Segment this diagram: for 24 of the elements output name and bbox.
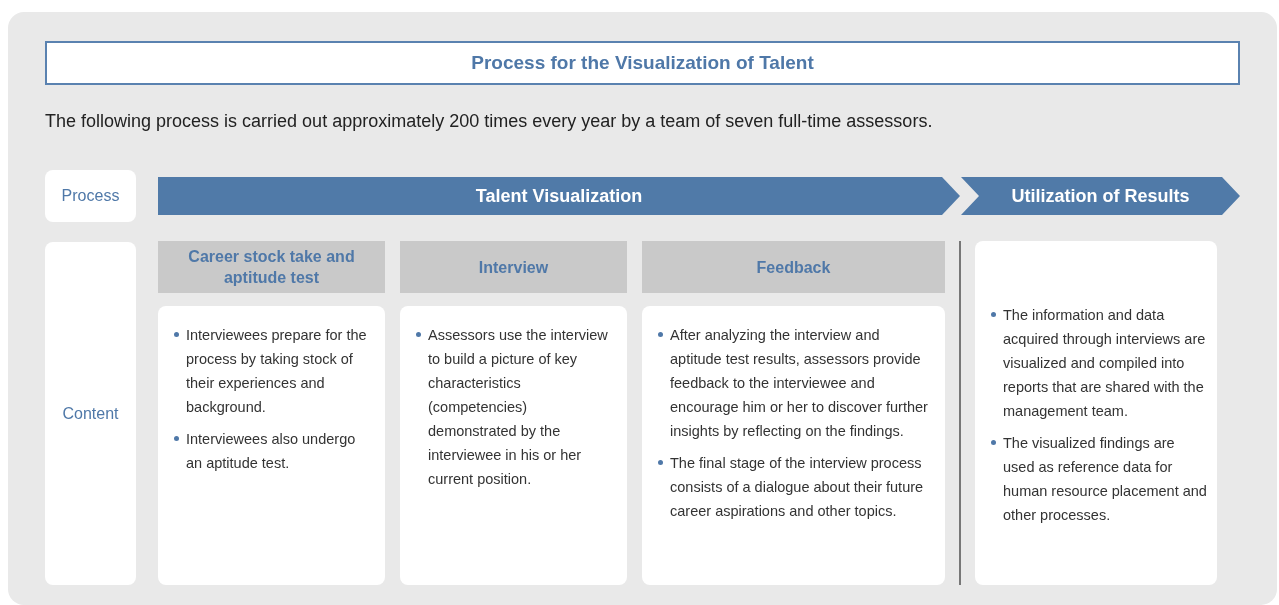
step-header xyxy=(400,241,627,293)
content-card xyxy=(975,241,1217,585)
bullet-text: The final stage of the interview process consists of a dialogue about their future career aspirations and other topics. xyxy=(670,454,925,521)
bullet-text: After analyzing the interview and aptitude test results, assessors provide feedback to the interviewee and encourage him or her to discover further insights by reflecting on the findings. xyxy=(670,326,929,441)
step-title: Interview xyxy=(478,257,549,278)
step-title: Career stock take and aptitude test xyxy=(187,247,356,288)
description-text: The following process is carried out approximately 200 times every year by a team of seven full-time assessors. xyxy=(45,110,933,133)
content-card xyxy=(158,306,385,585)
bullet-text: The visualized findings are used as reference data for human resource placement and other processes. xyxy=(1003,434,1207,525)
step-header xyxy=(642,241,945,293)
title-box: Process for the Visualization of Talent xyxy=(45,41,1240,85)
bullet-text: Interviewees prepare for the process by taking stock of their experiences and background. xyxy=(186,326,368,417)
step-header xyxy=(158,241,385,293)
phase-label: Talent Visualization xyxy=(475,184,643,208)
phase-banner xyxy=(961,177,1240,215)
row-label: Content xyxy=(62,403,119,424)
bullet-text: The information and data acquired through interviews are visualized and compiled into reports that are shared with the management team. xyxy=(1003,306,1207,421)
content-card xyxy=(642,306,945,585)
phase-label: Utilization of Results xyxy=(1011,184,1190,208)
step-title: Feedback xyxy=(756,257,831,278)
bullet-text: Interviewees also undergo an aptitude test. xyxy=(186,430,357,473)
content-card xyxy=(400,306,627,585)
row-label: Process xyxy=(61,186,120,206)
bullet-text: Assessors use the interview to build a picture of key characteristics (competencies) demonstrated by the interviewee in his or her current position. xyxy=(428,326,609,489)
